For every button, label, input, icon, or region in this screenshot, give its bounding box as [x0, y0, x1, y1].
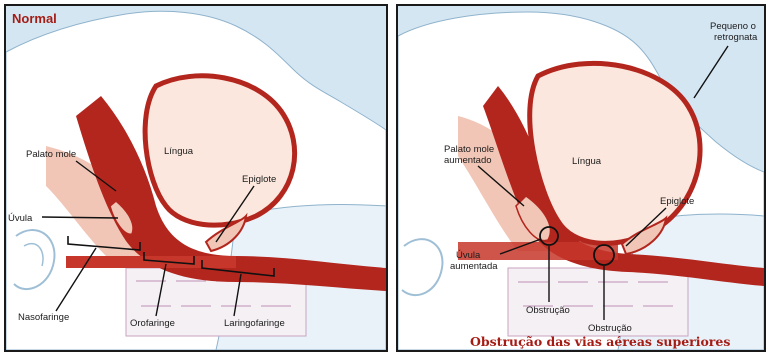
label-uvula: Úvula: [8, 213, 33, 224]
leader-retrognata: [694, 46, 728, 98]
label-aumentada: aumentada: [450, 261, 498, 272]
label-epiglote-obstruction: Epiglote: [660, 196, 694, 207]
label-lingua: Língua: [164, 146, 194, 157]
caption-obstruction: Obstrução das vias aéreas superiores: [470, 334, 730, 349]
label-epiglote: Epiglote: [242, 174, 276, 185]
label-orofaringe: Orofaringe: [130, 318, 175, 329]
obstruction-anatomy-illustration: Pequeno o retrognata Palato mole aumenta…: [398, 6, 764, 350]
label-lingua-obstruction: Língua: [572, 156, 602, 167]
label-obstrucao-1: Obstrução: [526, 305, 570, 316]
label-palato-mole: Palato mole: [26, 149, 76, 160]
panel-normal: Normal Palato mole Língua Epiglote Úvula…: [4, 4, 388, 352]
label-laringofaringe: Laringofaringe: [224, 318, 285, 329]
label-palato-mole-aumentado: Palato mole: [444, 144, 494, 155]
panel-obstruction: Pequeno o retrognata Palato mole aumenta…: [396, 4, 766, 352]
label-obstrucao-2: Obstrução: [588, 323, 632, 334]
panel-title-normal: Normal: [12, 11, 57, 26]
leader-uvula: [42, 217, 118, 218]
label-aumentado: aumentado: [444, 155, 492, 166]
label-pequeno-o: Pequeno o: [710, 21, 756, 32]
label-nasofaringe: Nasofaringe: [18, 312, 69, 323]
label-uvula-aumentada: Úvula: [456, 250, 481, 261]
label-retrognata: retrognata: [714, 32, 758, 43]
normal-anatomy-illustration: Normal Palato mole Língua Epiglote Úvula…: [6, 6, 386, 350]
